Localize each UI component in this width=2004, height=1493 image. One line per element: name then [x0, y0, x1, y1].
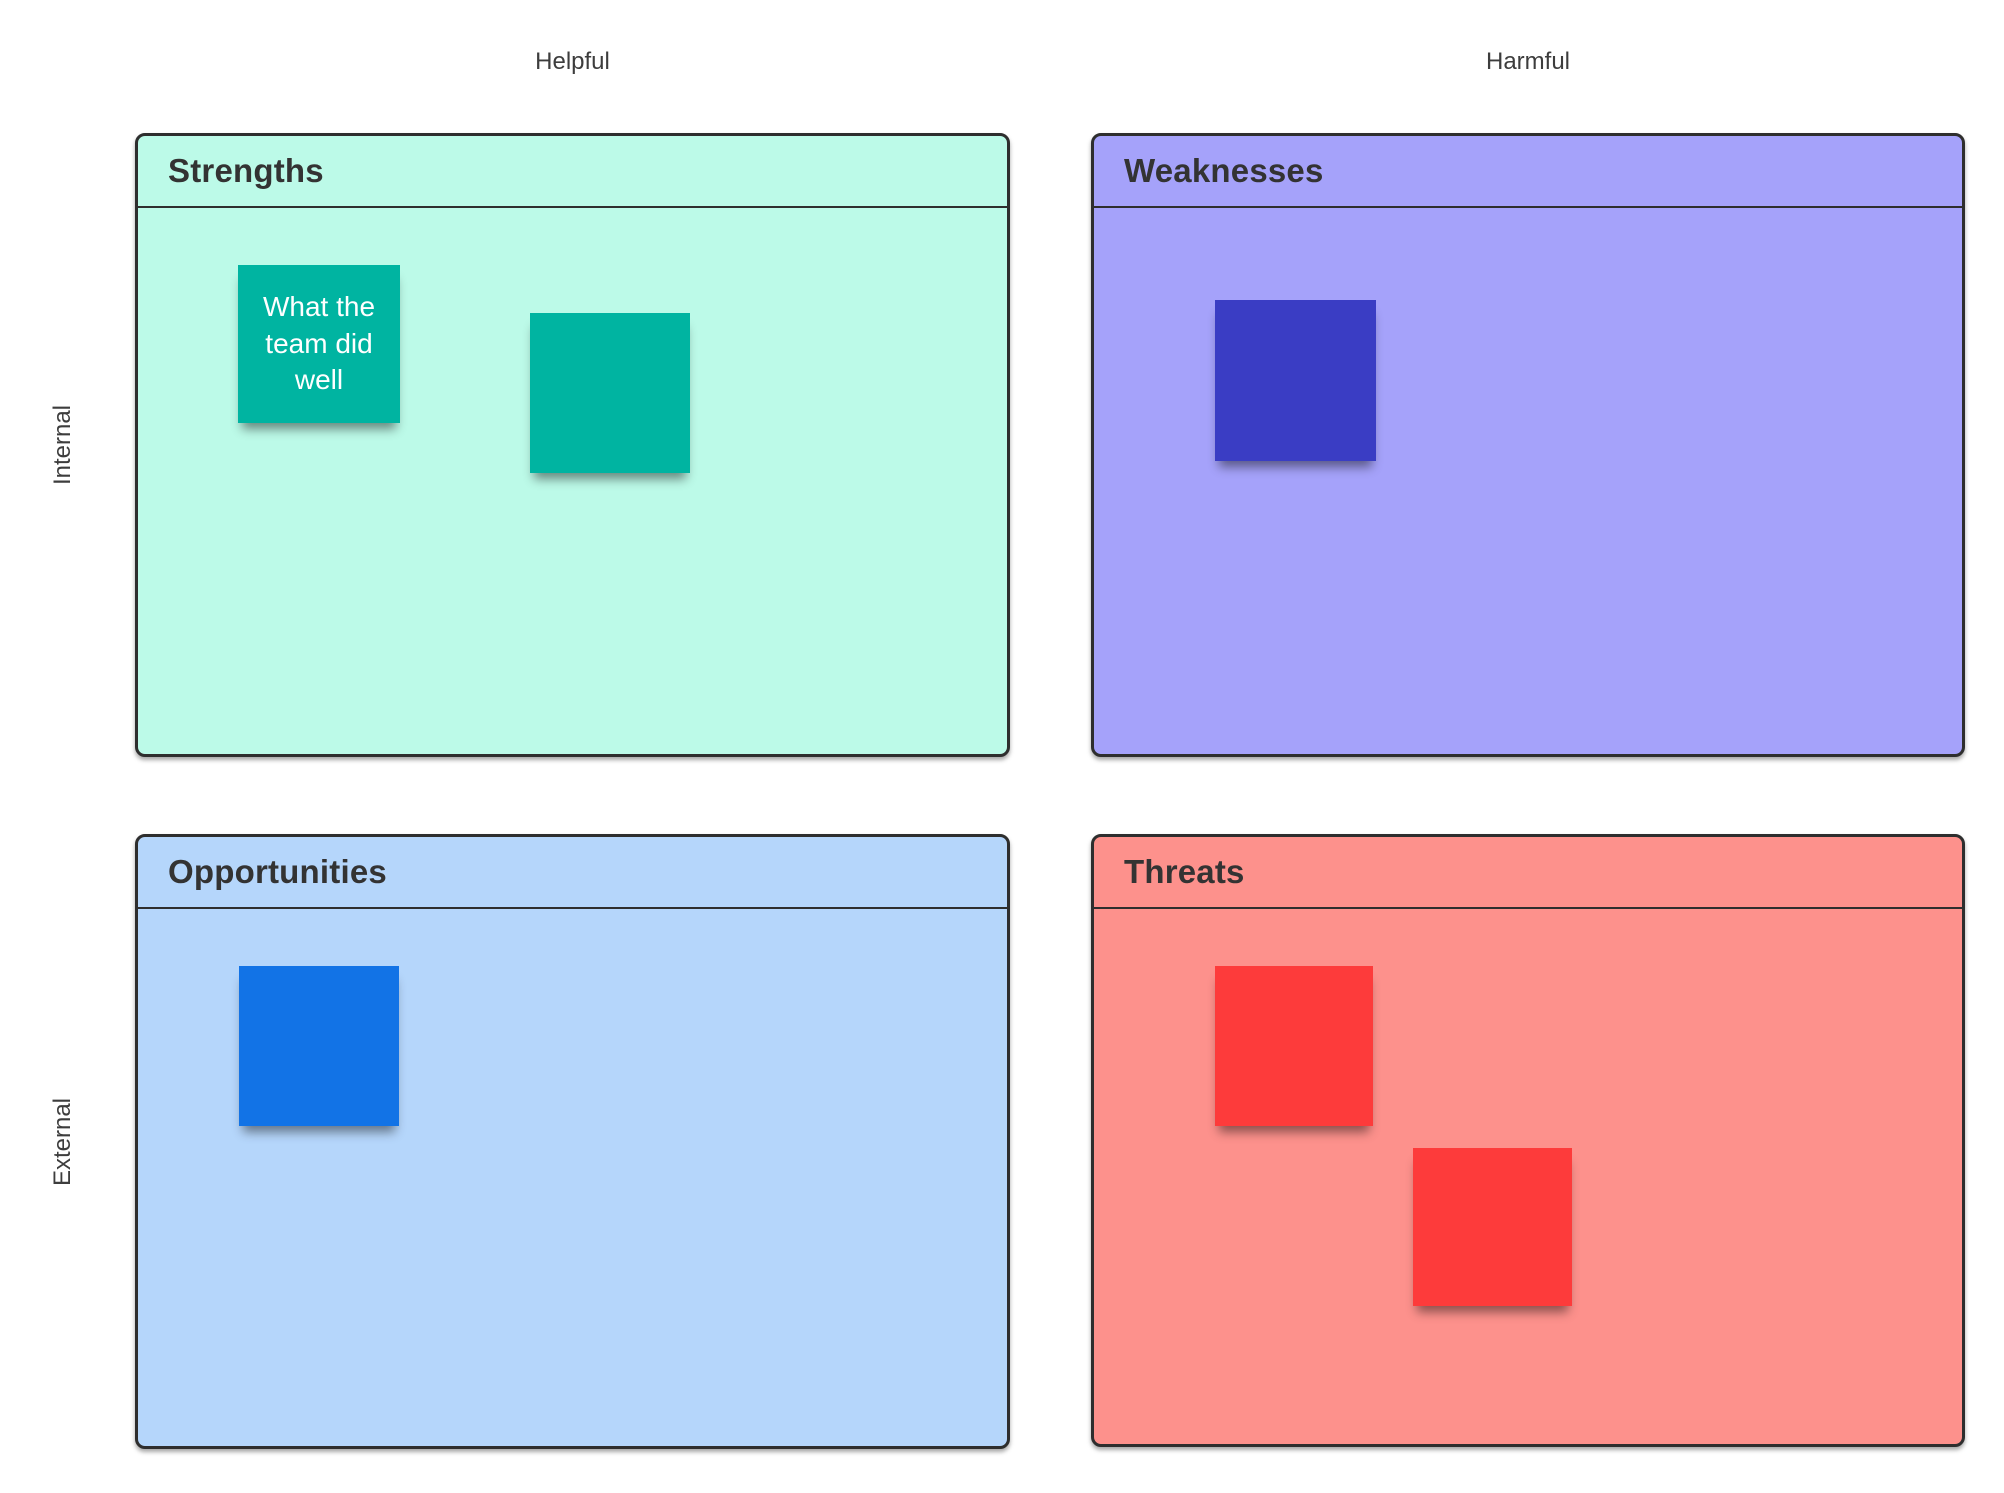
axis-label-external-text: External: [49, 1097, 77, 1186]
sticky-note-text: What the team did well: [262, 291, 376, 396]
quadrant-strengths[interactable]: Strengths What the team did well: [135, 133, 1010, 757]
quadrant-weaknesses[interactable]: Weaknesses: [1091, 133, 1965, 757]
axis-label-internal-text: Internal: [49, 404, 76, 486]
quadrant-strengths-title: Strengths: [168, 152, 324, 189]
quadrant-opportunities[interactable]: Opportunities: [135, 834, 1010, 1449]
sticky-note-weaknesses-1[interactable]: [1215, 300, 1376, 461]
sticky-note-opportunities-1[interactable]: [239, 966, 399, 1126]
axis-label-external: External: [30, 834, 96, 1449]
axis-label-harmful: Harmful: [1485, 48, 1570, 75]
quadrant-opportunities-header: Opportunities: [138, 837, 1007, 909]
sticky-note-strengths-2[interactable]: [530, 313, 690, 473]
quadrant-weaknesses-title: Weaknesses: [1124, 152, 1324, 189]
quadrant-threats-header: Threats: [1094, 837, 1962, 909]
axis-label-helpful: Helpful: [535, 48, 610, 75]
quadrant-strengths-header: Strengths: [138, 136, 1007, 208]
quadrant-threats-title: Threats: [1124, 853, 1245, 890]
sticky-note-threats-2[interactable]: [1413, 1148, 1572, 1306]
sticky-note-strengths-1[interactable]: What the team did well: [238, 265, 400, 423]
sticky-note-threats-1[interactable]: [1215, 966, 1373, 1126]
quadrant-threats[interactable]: Threats: [1091, 834, 1965, 1447]
quadrant-opportunities-title: Opportunities: [168, 853, 387, 890]
quadrant-weaknesses-header: Weaknesses: [1094, 136, 1962, 208]
axis-label-internal: Internal: [30, 133, 96, 757]
